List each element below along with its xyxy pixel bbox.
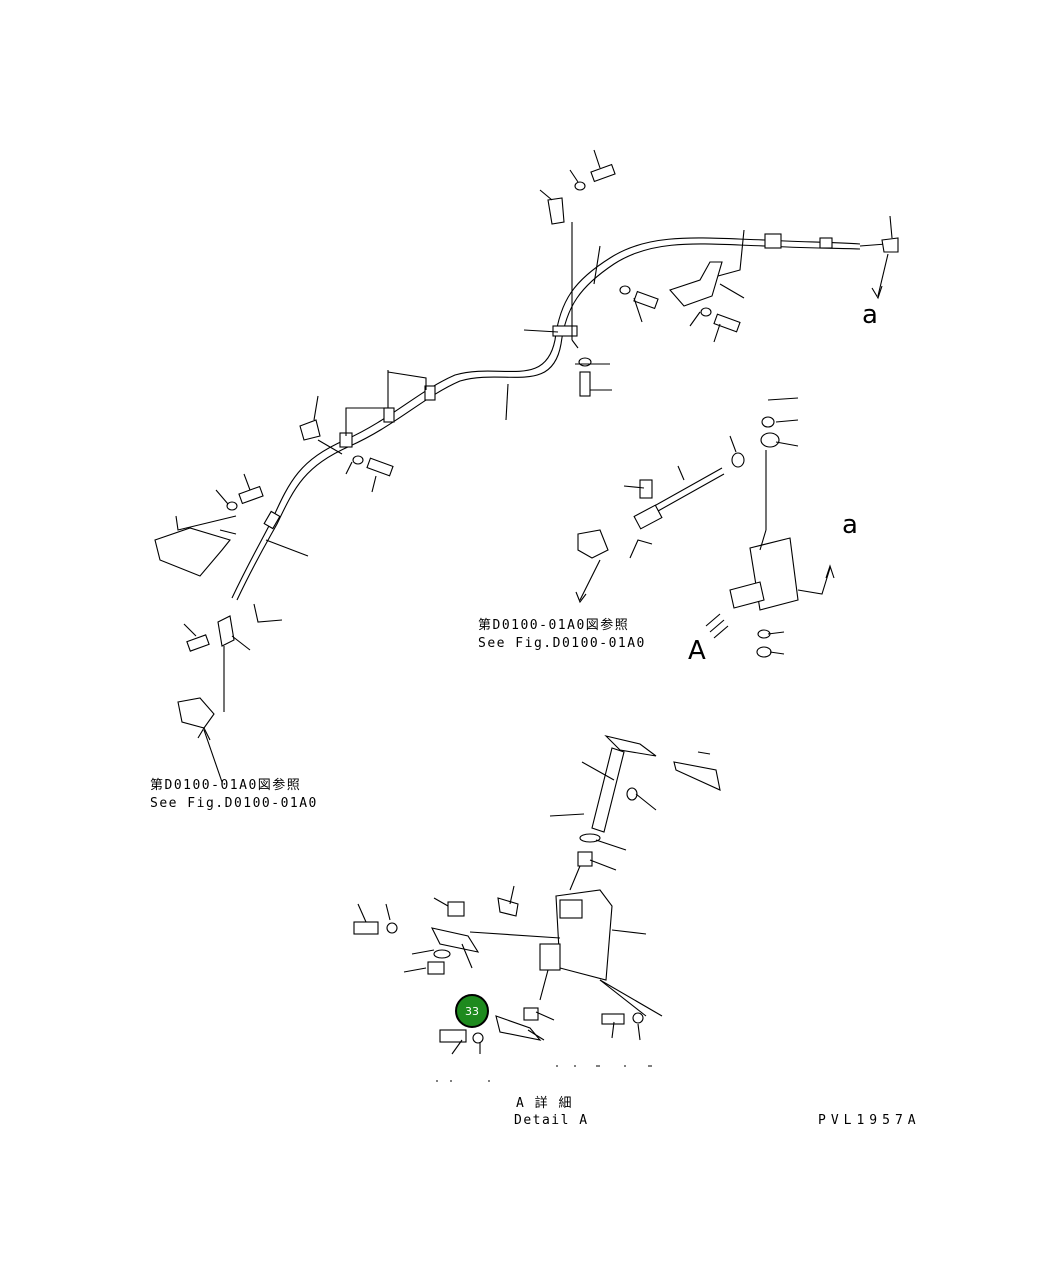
dotted-cut-line	[436, 1065, 652, 1082]
control-cable	[231, 233, 887, 601]
reference-upper-jp: 第D0100-01A0図参照	[478, 618, 630, 633]
marker-a-lower: a	[842, 510, 858, 540]
drawing-code: PVL1957A	[818, 1113, 921, 1128]
reference-lower-jp: 第D0100-01A0図参照	[150, 778, 302, 793]
callout-number: 33	[465, 1004, 479, 1018]
detail-a-assembly	[353, 735, 721, 1044]
marker-a-upper: a	[862, 300, 878, 330]
detail-title-en: Detail A	[514, 1113, 589, 1128]
reference-upper-en: See Fig.D0100-01A0	[478, 636, 646, 651]
right-assembly	[575, 416, 835, 658]
left-bracket	[154, 419, 394, 783]
leader-lines	[175, 149, 893, 1055]
upper-fasteners	[547, 163, 899, 397]
callout-33-button[interactable]: 33	[455, 994, 489, 1028]
reference-lower-en: See Fig.D0100-01A0	[150, 796, 318, 811]
marker-A: A	[688, 636, 706, 666]
detail-title-jp: A 詳 細	[516, 1096, 573, 1111]
